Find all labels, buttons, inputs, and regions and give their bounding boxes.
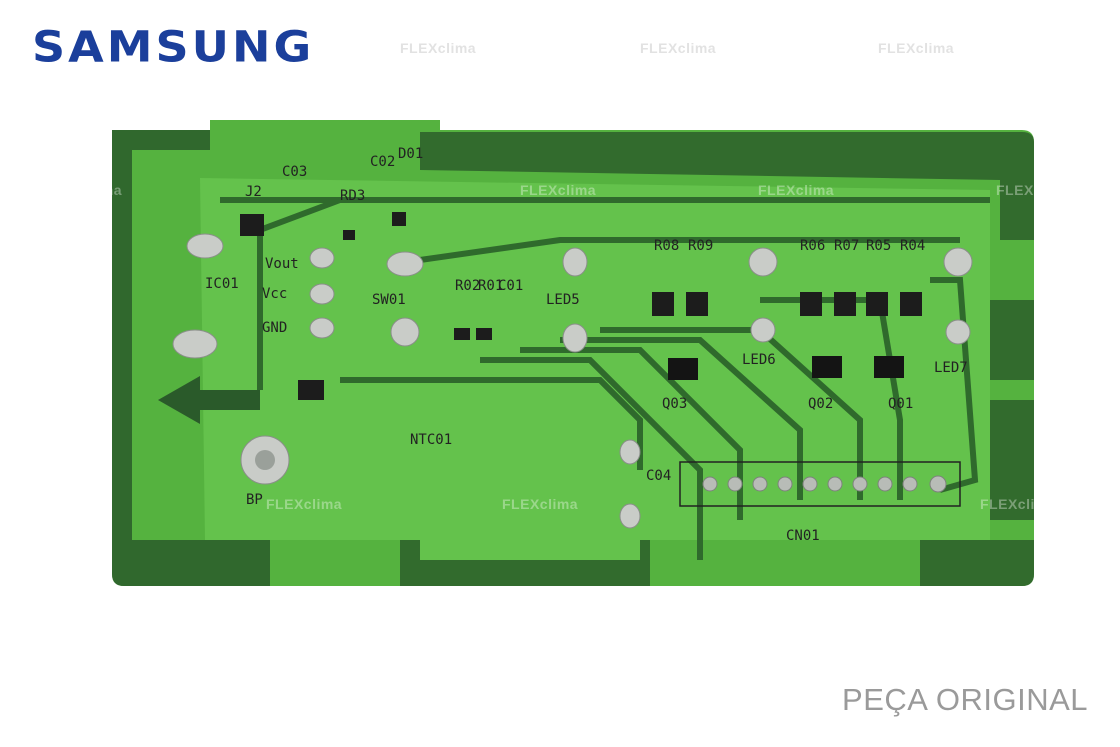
label-r01: R01 <box>478 278 503 294</box>
label-q02: Q02 <box>808 396 833 412</box>
label-led6: LED6 <box>742 352 776 368</box>
label-ntc01: NTC01 <box>410 432 452 448</box>
cn01-pins <box>702 475 947 493</box>
label-vcc: Vcc <box>262 286 287 302</box>
label-cn01: CN01 <box>786 528 820 544</box>
label-r08: R08 <box>654 238 679 254</box>
watermark: FLEXclima <box>266 496 343 512</box>
smd-components <box>240 212 922 400</box>
label-c03: C03 <box>282 164 307 180</box>
label-j2: J2 <box>245 184 262 200</box>
watermark: FLEXclima <box>30 496 107 512</box>
label-vout: Vout <box>265 256 299 272</box>
ground-pour <box>990 400 1034 520</box>
watermark: FLEXclima <box>758 182 835 198</box>
watermark: FLEXclima <box>878 40 955 56</box>
watermark: FLEXclima <box>520 182 597 198</box>
caption-original-part: PEÇA ORIGINAL <box>842 682 1088 717</box>
watermark: FLEXclima <box>640 40 717 56</box>
ground-pour <box>990 300 1034 380</box>
label-r02: R02 <box>455 278 480 294</box>
brand-logo: SAMSUNG <box>32 22 315 72</box>
watermark: FLEXclima <box>980 496 1057 512</box>
label-c04: C04 <box>646 468 671 484</box>
label-sw01: SW01 <box>372 292 406 308</box>
label-d01: D01 <box>398 146 423 162</box>
direction-arrow <box>158 376 260 424</box>
label-gnd: GND <box>262 320 287 336</box>
bp-pad-center <box>255 450 275 470</box>
watermark: FLEXclima <box>502 496 579 512</box>
label-rd3: RD3 <box>340 188 365 204</box>
solder-pads <box>172 233 973 529</box>
watermark: FLEXclima <box>46 182 123 198</box>
cn01-outline <box>679 461 961 507</box>
watermark: FLEXclima <box>400 40 477 56</box>
ground-pour <box>420 132 1034 240</box>
ground-pour <box>920 540 1034 586</box>
watermark: FLEXclima <box>996 182 1073 198</box>
label-ic01: IC01 <box>205 276 239 292</box>
ground-pour <box>112 130 270 586</box>
label-c01: C01 <box>498 278 523 294</box>
label-r09: R09 <box>688 238 713 254</box>
label-r05: R05 <box>866 238 891 254</box>
label-c02: C02 <box>370 154 395 170</box>
label-r07: R07 <box>834 238 859 254</box>
label-q03: Q03 <box>662 396 687 412</box>
label-led5: LED5 <box>546 292 580 308</box>
label-r06: R06 <box>800 238 825 254</box>
label-led7: LED7 <box>934 360 968 376</box>
label-bp: BP <box>246 492 263 508</box>
label-r04: R04 <box>900 238 925 254</box>
label-q01: Q01 <box>888 396 913 412</box>
